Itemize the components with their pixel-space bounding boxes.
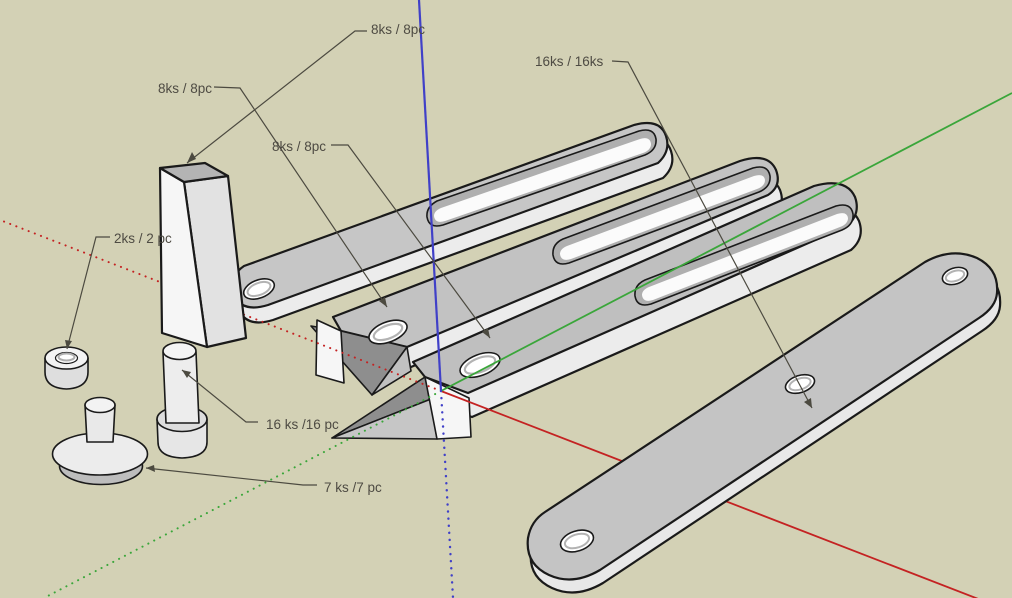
leader-line-rail-bar[interactable] xyxy=(611,60,813,409)
leader-arrow-clamp-arm-2 xyxy=(379,297,387,307)
rail-bar[interactable] xyxy=(526,252,1002,594)
count-label-rail-bar[interactable]: 16ks / 16ks xyxy=(535,54,604,69)
leader-line-stepped-pin[interactable] xyxy=(181,369,258,423)
round-nut[interactable] xyxy=(44,346,89,390)
stepped-pin-top xyxy=(162,341,197,361)
leader-line-clamp-arm-3[interactable] xyxy=(331,144,491,339)
leader-line-round-nut[interactable] xyxy=(66,236,110,350)
leader-line-knob[interactable] xyxy=(145,467,317,486)
leader-arrow-knob xyxy=(146,465,155,472)
rail-bar-hole-right-shadow xyxy=(944,269,966,283)
clamp-arm-3-end-face xyxy=(424,376,472,440)
slotted-clamp-arm-3[interactable] xyxy=(331,182,862,440)
stop-block-top-face xyxy=(158,161,230,184)
axis-green-solid xyxy=(440,92,1012,392)
annotations[interactable]: 8ks / 8pc 8ks / 8pc 8ks / 8pc 16ks / 16k… xyxy=(65,22,813,495)
axis-green xyxy=(43,92,1012,598)
stepped-pin-shaft xyxy=(162,351,200,424)
axis-blue-dotted xyxy=(439,389,455,598)
clamp-arm-2-end-face xyxy=(315,319,345,384)
clamp-arm-1-slot-inner xyxy=(434,138,651,222)
leader-arrow-clamp-arm-3 xyxy=(482,328,490,338)
clamp-arm-3-hole xyxy=(459,351,501,379)
count-label-round-nut[interactable]: 2ks / 2 pc xyxy=(114,231,172,246)
leader-arrow-round-nut xyxy=(65,340,72,349)
axis-green-dotted xyxy=(43,390,442,598)
clamp-arm-1-hole-shadow xyxy=(246,280,272,298)
axis-blue xyxy=(417,0,455,598)
stepped-pin[interactable] xyxy=(156,341,208,459)
leader-line-clamp-arm-2[interactable] xyxy=(213,86,388,308)
count-label-clamp-arm-2[interactable]: 8ks / 8pc xyxy=(158,81,212,96)
leader-arrow-stop-block xyxy=(187,152,196,163)
clamp-arm-2-slot-inner xyxy=(560,175,765,260)
rail-bar-hole-left-shadow xyxy=(563,532,591,550)
axis-blue-solid xyxy=(417,0,443,392)
clamp-arm-3-slot-inner xyxy=(642,213,848,301)
leader-arrow-rail-bar xyxy=(804,398,812,408)
clamp-arm-2-hole xyxy=(368,319,408,345)
count-label-stop-block[interactable]: 8ks / 8pc xyxy=(371,22,425,37)
rail-bar-hole-left xyxy=(559,529,595,553)
count-label-knob[interactable]: 7 ks /7 pc xyxy=(324,480,382,495)
leader-line-stop-block[interactable] xyxy=(186,30,367,164)
knob[interactable] xyxy=(51,396,149,486)
count-label-clamp-arm-3[interactable]: 8ks / 8pc xyxy=(272,139,326,154)
leader-arrow-stepped-pin xyxy=(182,370,191,378)
round-nut-bore-shadow xyxy=(57,352,76,362)
clamp-arm-1-hole xyxy=(242,278,276,300)
slotted-clamp-arm-2[interactable] xyxy=(310,156,783,396)
slotted-clamp-arm-1[interactable] xyxy=(231,121,674,324)
clamp-arm-2-hole-shadow xyxy=(372,322,404,342)
stop-block[interactable] xyxy=(158,161,248,349)
rail-bar-top xyxy=(526,252,999,581)
knob-stem-top xyxy=(84,396,116,414)
clamp-arm-3-hole-shadow xyxy=(463,355,497,375)
count-label-stepped-pin[interactable]: 16 ks /16 pc xyxy=(266,417,339,432)
axis-red-dotted xyxy=(0,219,442,392)
rail-bar-hole-middle xyxy=(784,373,816,395)
